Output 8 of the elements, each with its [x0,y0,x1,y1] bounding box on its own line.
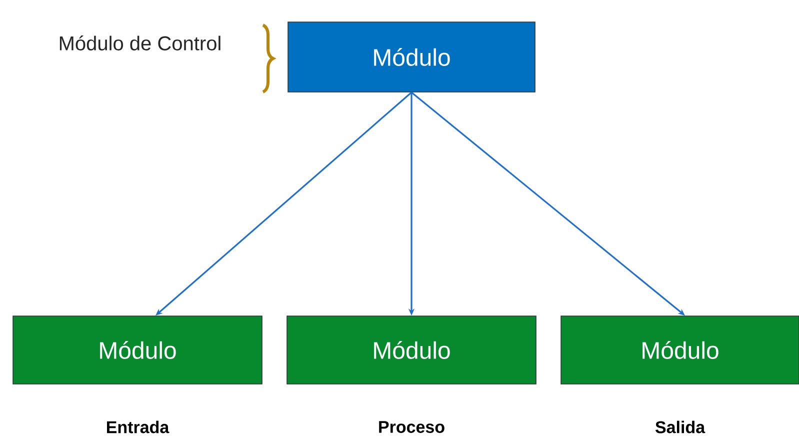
module-caption: Módulo de Control [60,36,220,50]
module-caption: Entrada [107,420,170,434]
module-box: Módulo [12,316,262,384]
module-box: Módulo [286,316,536,384]
module-caption: Proceso [379,421,444,433]
module-box: Módulo [560,316,799,384]
module-caption: Salida [655,420,706,434]
control-module-box: Módulo [288,22,536,92]
